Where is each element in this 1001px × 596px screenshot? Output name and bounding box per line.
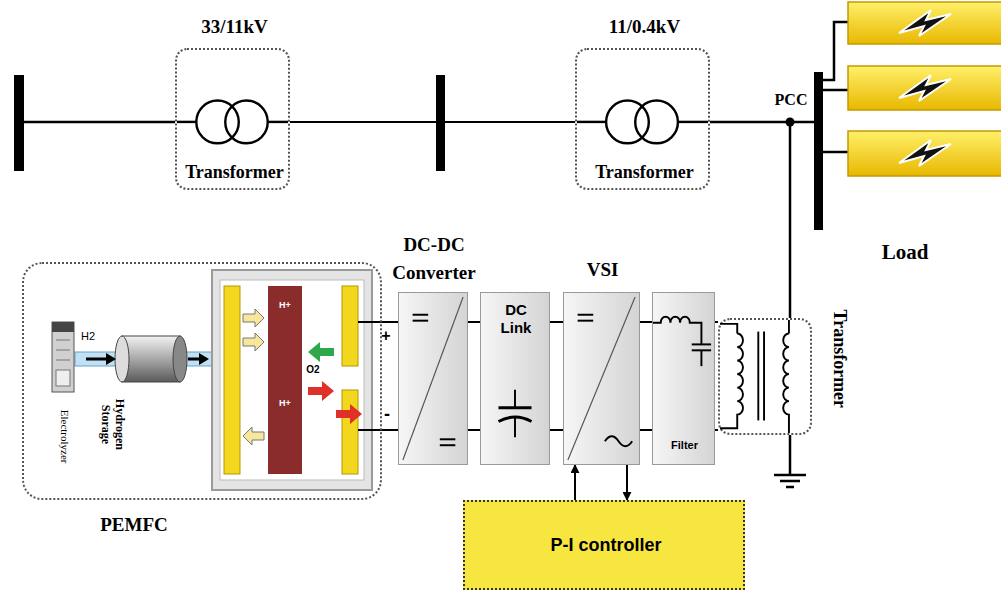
hydrogen-supply [52, 322, 212, 392]
gas-label: O2 [302, 364, 324, 376]
gas-label: H2 [76, 330, 100, 343]
symbol [481, 293, 549, 464]
voltage-rating: 11/0.4kV [567, 16, 722, 39]
component-label: Transformer [177, 162, 292, 184]
symbol [399, 293, 467, 464]
voltage-rating: 33/11kV [162, 16, 307, 39]
pcc-dot [786, 118, 795, 127]
part-name: Hydrogen Storage [99, 388, 128, 460]
wire [550, 322, 563, 430]
transformer-box: 11/0.4kVTransformer [575, 48, 710, 190]
bus-bar [14, 75, 24, 171]
pemfc-group: PEMFC [22, 262, 382, 500]
wire [290, 121, 575, 123]
controller-box: P-I controller [463, 500, 745, 590]
coupling-transformer: Transformer [718, 318, 812, 435]
group-label: Load [862, 240, 948, 265]
part-name: Electrolyzer [57, 395, 70, 479]
component-label: VSI [554, 259, 651, 282]
dc-link-box: DC Link [480, 292, 550, 465]
point-label: PCC [766, 90, 816, 109]
fuel-cell [212, 270, 382, 490]
load-symbols [848, 2, 1001, 176]
signal-arrow [626, 465, 628, 500]
polarity-sign: - [379, 404, 395, 426]
symbol [720, 320, 810, 433]
component-label: DC-DC Converter [374, 231, 494, 286]
symbol [564, 293, 639, 464]
symbol [653, 293, 714, 464]
filter-box: Filter [652, 292, 715, 465]
feeder [20, 22, 848, 487]
component-label: Filter [655, 439, 714, 452]
component-label: Transformer [577, 162, 712, 184]
wire [468, 322, 480, 430]
component-label: DC Link [493, 301, 539, 337]
bus-bar [814, 72, 823, 230]
polarity-sign: + [378, 326, 394, 345]
inverter-box: VSI [563, 292, 640, 465]
converter-box: DC-DC Converter [398, 292, 468, 465]
signal-arrow [574, 465, 576, 500]
component-label: Transformer [828, 304, 850, 414]
wire [640, 322, 652, 430]
group-label: PEMFC [74, 514, 194, 537]
transformer-box: 33/11kVTransformer [175, 48, 290, 190]
ion-label: H+ [270, 398, 300, 409]
ion-label: H+ [270, 300, 300, 311]
component-label: P-I controller [465, 535, 747, 557]
